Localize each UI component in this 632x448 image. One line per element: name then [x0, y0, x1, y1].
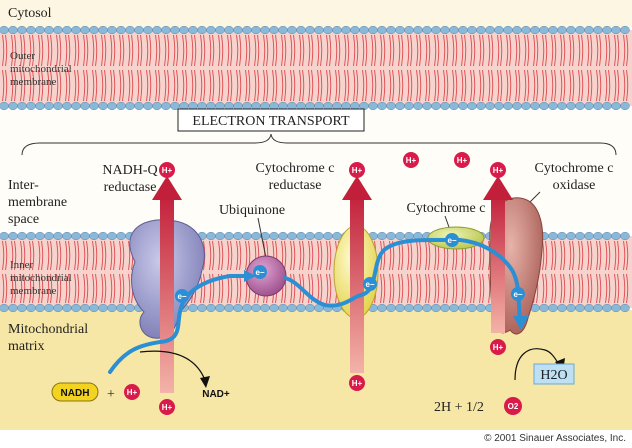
water-box — [533, 363, 575, 385]
svg-text:e−: e− — [255, 268, 264, 277]
oxidase-label-2: oxidase — [553, 178, 596, 193]
outer-membrane-label-2: mitochondrial — [10, 63, 72, 75]
nadh-q-label-1: NADH-Q — [102, 163, 157, 178]
electron-transport-label: ELECTRON TRANSPORT — [192, 114, 350, 129]
svg-text:H+: H+ — [352, 379, 363, 388]
svg-text:e−: e− — [513, 290, 522, 299]
svg-text:e−: e− — [177, 292, 186, 301]
svg-text:H+: H+ — [352, 166, 363, 175]
nadh-badge — [51, 382, 99, 402]
proton-marker-3: H+ — [349, 162, 365, 178]
outer-membrane-label-1: Outer — [10, 50, 35, 62]
intermembrane-label-2: membrane — [8, 195, 67, 210]
proton-marker-2: H+ — [159, 399, 175, 415]
outer-membrane — [0, 25, 632, 111]
nadh-label: NADH — [61, 388, 90, 399]
electron-marker-3: e− — [363, 277, 377, 291]
copyright-text: © 2001 Sinauer Associates, Inc. — [484, 433, 626, 444]
outer-membrane-label-3: membrane — [10, 76, 57, 88]
nad-reaction-curve — [139, 350, 206, 381]
proton-marker-6: H+ — [454, 152, 470, 168]
proton-marker-1: H+ — [159, 162, 175, 178]
proton-arrow-3 — [483, 176, 513, 333]
svg-text:O2: O2 — [508, 402, 519, 411]
proton-marker-8: H+ — [490, 339, 506, 355]
cyt-c-reductase-label-1: Cytochrome c — [256, 161, 335, 176]
ubiquinone-label: Ubiquinone — [219, 203, 285, 218]
proton-marker-4: H+ — [349, 375, 365, 391]
svg-text:H+: H+ — [406, 156, 417, 165]
intermembrane-label-3: space — [8, 212, 39, 227]
inner-membrane-label-1: Inner — [10, 259, 34, 271]
svg-text:H+: H+ — [493, 166, 504, 175]
electron-marker-2: e− — [253, 265, 267, 279]
matrix-region — [0, 310, 632, 430]
electron-marker-4: e− — [445, 233, 459, 247]
proton-marker-5: H+ — [403, 152, 419, 168]
water-label: H2O — [540, 368, 567, 383]
inner-membrane-label-2: mitochondrial — [10, 272, 72, 284]
svg-text:H+: H+ — [127, 388, 138, 397]
svg-text:H+: H+ — [162, 166, 173, 175]
cytosol-region — [0, 0, 632, 28]
electron-transport-brace — [21, 133, 617, 156]
svg-text:e−: e− — [447, 236, 456, 245]
proton-marker-9: H+ — [124, 384, 140, 400]
nad-plus-label: NAD+ — [202, 389, 230, 400]
svg-text:H+: H+ — [162, 403, 173, 412]
intermembrane-label-1: Inter- — [8, 178, 39, 193]
water-reaction-curve — [514, 348, 561, 381]
electron-path-arrowhead — [513, 316, 529, 330]
oxidase-label-1: Cytochrome c — [535, 161, 614, 176]
svg-text:H+: H+ — [457, 156, 468, 165]
matrix-label-2: matrix — [8, 339, 45, 354]
electron-marker-1: e− — [175, 289, 189, 303]
svg-text:e−: e− — [365, 280, 374, 289]
cytochrome-c-label: Cytochrome c — [407, 201, 486, 216]
svg-text:H+: H+ — [493, 343, 504, 352]
oxygen-marker: O2 — [504, 397, 522, 415]
cytosol-label: Cytosol — [8, 6, 52, 21]
proton-marker-7: H+ — [490, 162, 506, 178]
nadh-q-label-2: reductase — [104, 180, 157, 195]
ubiquinone-leader — [257, 217, 267, 259]
proton-arrow-2 — [342, 176, 372, 373]
electron-path — [108, 238, 522, 374]
electron-marker-5: e− — [511, 287, 525, 301]
matrix-label-1: Mitochondrial — [8, 322, 88, 337]
nadh-plus-sign: + — [107, 387, 115, 402]
inner-membrane-label-3: membrane — [10, 285, 57, 297]
cyt-c-reductase-label-2: reductase — [269, 178, 322, 193]
electron-transport-box — [177, 108, 365, 132]
electron-to-ubiquinone-arrowhead — [244, 270, 256, 282]
oxygen-equation: 2H + 1/2 — [434, 400, 484, 415]
